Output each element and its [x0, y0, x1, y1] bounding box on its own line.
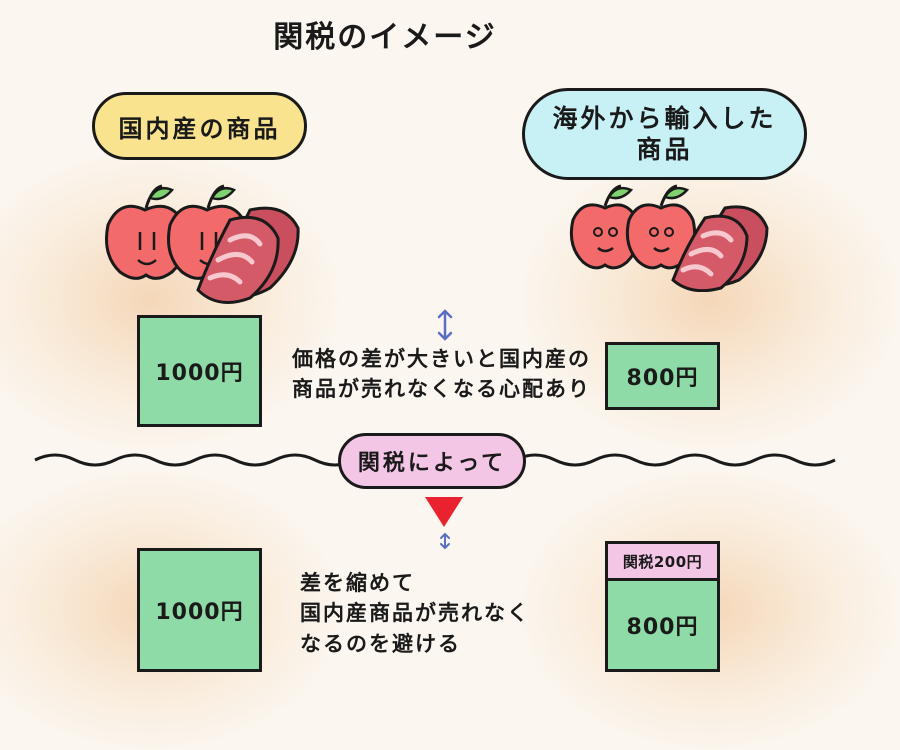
domestic-label-bubble: 国内産の商品: [92, 92, 307, 160]
tariff-amount-label: 関税200円: [622, 552, 703, 571]
price-gap-note-line-2: 商品が売れなくなる心配あり: [292, 377, 591, 402]
price-gap-note-line-1: 価格の差が大きいと国内産の: [292, 347, 591, 371]
domestic-price-box-before: 1000円: [137, 315, 262, 427]
imported-goods-illustration: [569, 184, 769, 292]
domestic-label: 国内産の商品: [118, 114, 281, 143]
down-triangle-icon: [425, 497, 463, 527]
domestic-price-before: 1000円: [155, 361, 244, 386]
gap-closing-note-line-2: 国内産商品が売れなく: [300, 601, 530, 626]
double-arrow-icon: [437, 309, 453, 341]
tariff-bubble: 関税によって: [338, 433, 526, 489]
apple-icon: [569, 184, 641, 270]
domestic-price-box-after: 1000円: [137, 548, 262, 672]
double-arrow-icon: [440, 532, 450, 550]
meat-icon: [671, 205, 769, 292]
tariff-bubble-label: 関税によって: [357, 451, 507, 476]
gap-closing-note-line-1: 差を縮めて: [300, 571, 415, 595]
gap-closing-note: 差を縮めて 国内産商品が売れなく なるのを避ける: [300, 568, 560, 659]
page-title: 関税のイメージ: [273, 20, 497, 55]
domestic-price-after: 1000円: [155, 600, 244, 625]
imported-price-before: 800円: [626, 366, 699, 391]
gap-closing-note-line-3: なるのを避ける: [300, 631, 461, 656]
imported-price-box-after: 800円: [605, 578, 720, 672]
price-gap-note: 価格の差が大きいと国内産の 商品が売れなくなる心配あり: [292, 344, 602, 405]
imported-price-after: 800円: [626, 615, 699, 640]
tariff-amount-tag: 関税200円: [605, 541, 720, 581]
apple-icon: [625, 184, 697, 270]
domestic-goods-illustration: [105, 184, 300, 304]
imported-label-bubble: 海外から輸入した 商品: [522, 88, 807, 180]
imported-label-line-2: 商品: [636, 135, 693, 164]
meat-icon: [196, 206, 300, 304]
imported-price-box-before: 800円: [605, 342, 720, 410]
imported-label-line-1: 海外から輸入した: [552, 103, 777, 133]
